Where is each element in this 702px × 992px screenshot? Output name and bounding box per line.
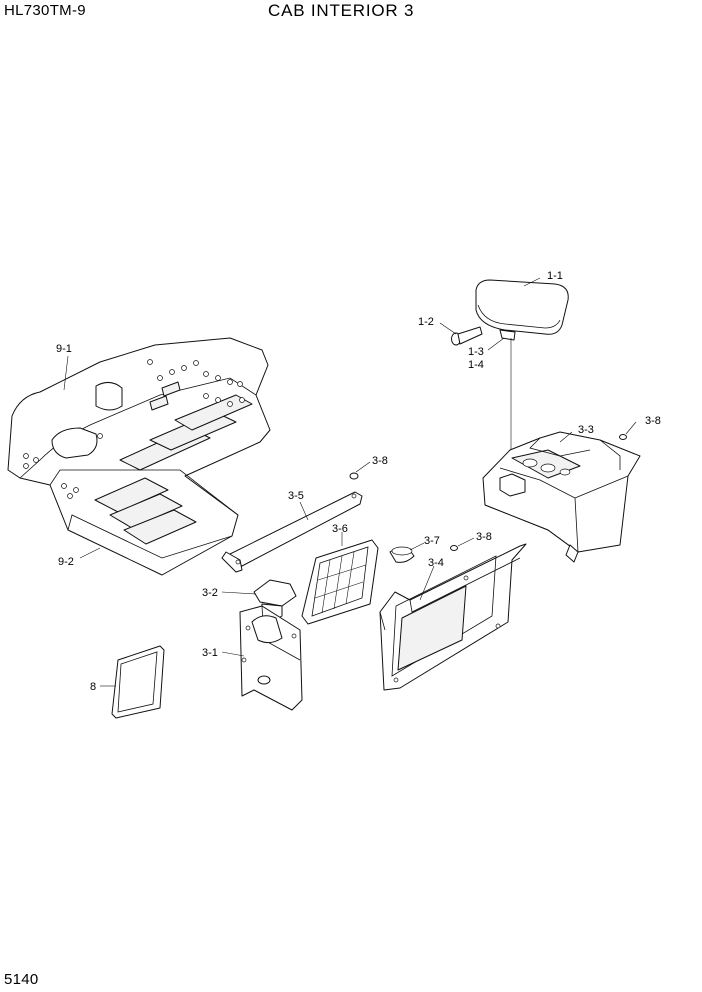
callout-3-2: 3-2 [202, 587, 218, 599]
part-9-floor-mat [7, 337, 271, 576]
callout-3-3: 3-3 [578, 424, 594, 436]
callout-3-8-duct: 3-8 [476, 531, 492, 543]
part-1-1-armrest-cushion [475, 279, 569, 341]
part-8-cover-plate [111, 645, 165, 719]
callout-3-7: 3-7 [424, 535, 440, 547]
callout-3-1: 3-1 [202, 647, 218, 659]
mat-holes [23, 359, 245, 499]
part-3-5-bracket [221, 491, 363, 573]
callout-3-8-console: 3-8 [645, 415, 661, 427]
callout-3-6: 3-6 [332, 523, 348, 535]
part-3-8-plug-a [349, 472, 359, 480]
part-3-7-filter [389, 546, 415, 563]
model-number: HL730TM-9 [4, 2, 86, 19]
part-3-4-duct-cover [379, 543, 527, 691]
part-3-3-console-box [482, 431, 641, 563]
part-3-6-grille [301, 539, 379, 625]
callout-3-8-bracket: 3-8 [372, 455, 388, 467]
callout-1-3: 1-3 [468, 346, 484, 358]
part-3-1-duct-bracket [239, 605, 303, 711]
callout-1-2: 1-2 [418, 316, 434, 328]
callout-8: 8 [90, 681, 96, 693]
page-title: CAB INTERIOR 3 [268, 1, 415, 20]
callout-9-1: 9-1 [56, 343, 72, 355]
callout-9-2: 9-2 [58, 556, 74, 568]
part-1-2-knob [451, 326, 483, 346]
callout-3-5: 3-5 [288, 490, 304, 502]
part-3-8-plug-b [450, 545, 458, 551]
callout-1-4: 1-4 [468, 359, 484, 371]
leader-lines [63, 277, 637, 687]
callout-1-1: 1-1 [547, 270, 563, 282]
callout-3-4: 3-4 [428, 557, 444, 569]
part-3-8-plug-c [619, 434, 627, 440]
page-number: 5140 [4, 971, 39, 988]
